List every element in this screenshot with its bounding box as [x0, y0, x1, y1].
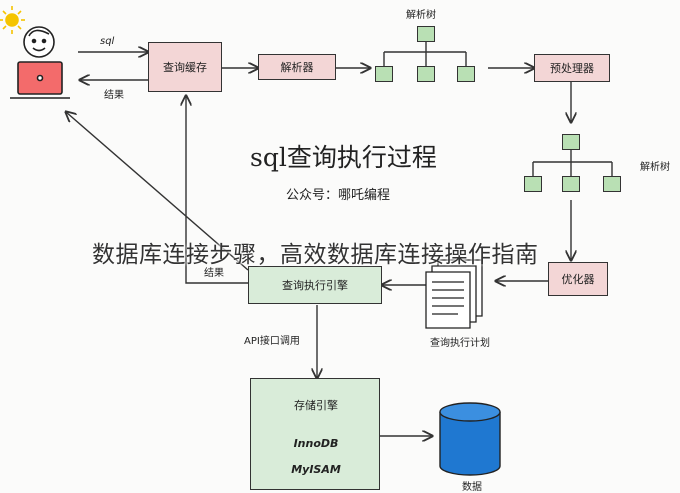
data-label: 数据: [462, 482, 482, 493]
tree2-leaf: [603, 176, 621, 192]
edge-label-result-mid: 结果: [204, 268, 224, 279]
parse-tree-label-right: 解析树: [640, 162, 670, 173]
tree1-root: [417, 26, 435, 42]
diagram-subtitle: 公众号：哪吒编程: [286, 188, 391, 203]
preprocessor-label: 预处理器: [550, 62, 594, 75]
tree2-leaf: [562, 176, 580, 192]
edge-exec-user: [66, 112, 249, 271]
query-cache-label: 查询缓存: [163, 61, 207, 74]
tree1-leaf: [375, 66, 393, 82]
edge-label-api: API接口调用: [244, 336, 300, 347]
exec-engine-node: 查询执行引擎: [248, 266, 382, 304]
innodb-label: InnoDB: [293, 437, 339, 450]
parse-tree-label-top: 解析树: [406, 10, 436, 21]
storage-engine-label: 存储引擎: [294, 399, 338, 412]
sun-icon: [0, 6, 25, 34]
myisam-label: MyISAM: [291, 463, 341, 476]
edge-exec-cache: [186, 96, 250, 284]
tree2-leaf: [524, 176, 542, 192]
plan-label: 查询执行计划: [430, 338, 490, 349]
parser-node: 解析器: [258, 54, 336, 80]
optimizer-node: 优化器: [548, 262, 608, 296]
edge-label-result-top: 结果: [104, 90, 124, 101]
tree1-leaf: [417, 66, 435, 82]
overlay-caption: 数据库连接步骤，高效数据库连接操作指南: [92, 242, 539, 268]
edge-label-sql: sql: [100, 36, 115, 47]
optimizer-label: 优化器: [561, 273, 595, 286]
tree2-root: [562, 134, 580, 150]
document-stack-icon: [425, 259, 483, 329]
exec-engine-label: 查询执行引擎: [282, 279, 348, 292]
preprocessor-node: 预处理器: [534, 54, 610, 82]
storage-engine-node: 存储引擎 InnoDB MyISAM: [250, 378, 380, 490]
tree1-leaf: [457, 66, 475, 82]
parser-label: 解析器: [280, 61, 314, 74]
database-icon: [439, 402, 501, 476]
diagram-title: sql查询执行过程: [250, 143, 437, 172]
user-laptop-icon: [10, 26, 70, 99]
query-cache-node: 查询缓存: [148, 42, 222, 92]
